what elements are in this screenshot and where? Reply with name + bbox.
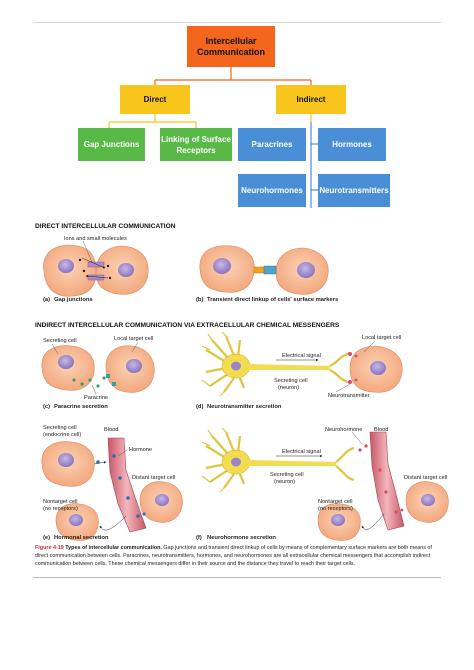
panel-f-neurohormone: Neurohormone Blood Electrical signal Sec… (196, 427, 449, 541)
panel-d-letter: (d) (196, 404, 203, 410)
label-e-blood: Blood (104, 427, 118, 433)
label-f-signal: Electrical signal (282, 449, 321, 455)
label-c-secreting: Secreting cell (43, 338, 77, 344)
label-e-secreting-1: Secreting cell (43, 425, 77, 431)
panel-e-hormonal: Secreting cell (endocrine cell) Blood Ho… (41, 425, 183, 541)
panel-b-letter: (b) (196, 297, 203, 303)
label-d-secreting-2: (neuron) (278, 385, 299, 391)
surface-marker-left (253, 266, 265, 274)
panel-b-linkup: (b) Transient direct linkup of cells' su… (196, 245, 338, 303)
node-hormones: Hormones (318, 128, 386, 161)
nucleus-b-left (213, 258, 231, 274)
panel-c-letter: (c) (43, 404, 50, 410)
nucleus-e-secreting (58, 453, 74, 467)
nucleus-e-distant (155, 494, 169, 506)
panel-e-letter: (e) (43, 535, 50, 541)
panel-a-gap-junctions: Ions and small molecules (a) Gap junctio… (43, 236, 149, 303)
nucleus-a-left (58, 259, 74, 273)
nucleus-c-secreting (58, 355, 74, 369)
nucleus-b-right (297, 262, 315, 278)
nucleus-f-nontarget (331, 514, 345, 526)
node-root: Intercellular Communication (187, 26, 275, 67)
panel-d-neurotransmitter: Local target cell Electrical signal Secr… (196, 331, 403, 410)
surface-marker-right (263, 265, 277, 275)
indirect-heading: INDIRECT INTERCELLULAR COMMUNICATION VIA… (35, 322, 340, 329)
label-e-nontarget-1: Nontarget cell (43, 499, 78, 505)
label-d-nt: Neurotransmitter (328, 393, 370, 399)
label-f-distant: Distant target cell (404, 475, 447, 481)
node-neurotransmitters: Neurotransmitters (318, 174, 390, 207)
panel-a-title: Gap junctions (54, 297, 93, 303)
panel-c-title: Paracrine secretion (54, 404, 108, 410)
caption-title: Types of intercellular communication. (65, 545, 162, 551)
label-f-blood: Blood (374, 427, 388, 433)
panel-c-paracrine: Secreting cell Local target cell Paracri… (41, 336, 155, 410)
label-d-target: Local target cell (362, 335, 401, 341)
panel-d-title: Neurotransmitter secretion (207, 404, 282, 410)
neuron-f (201, 427, 355, 493)
label-c-paracrine: Paracrine (84, 395, 108, 401)
label-e-nontarget-2: (no receptors) (43, 506, 78, 512)
panel-e-title: Hormonal secretion (54, 535, 109, 541)
label-d-secreting-1: Secreting cell (274, 378, 308, 384)
label-f-nontarget-2: (no receptors) (318, 506, 353, 512)
nucleus-f-distant (421, 494, 435, 506)
panel-a-letter: (a) (43, 297, 50, 303)
figure-caption: Figure 4-19 Types of intercellular commu… (35, 544, 445, 569)
blood-vessel-e (107, 437, 147, 533)
label-ions: Ions and small molecules (64, 236, 127, 242)
node-neurohormones: Neurohormones (238, 174, 306, 207)
label-e-secreting-2: (endocrine cell) (43, 432, 81, 438)
node-direct: Direct (120, 85, 190, 114)
top-rule (33, 22, 441, 23)
nucleus-a-right (118, 263, 134, 277)
label-e-hormone: Hormone (129, 447, 152, 453)
node-indirect: Indirect (276, 85, 346, 114)
bottom-rule (33, 577, 441, 578)
label-f-nontarget-1: Nontarget cell (318, 499, 353, 505)
nucleus-c-target (126, 359, 142, 373)
nucleus-e-nontarget (69, 514, 83, 526)
caption-body: Gap junctions and transient direct linku… (35, 545, 432, 568)
blood-vessel-f (369, 431, 405, 531)
label-d-signal: Electrical signal (282, 353, 321, 359)
gap-channel-top (87, 261, 105, 268)
panel-f-letter: (f) (196, 535, 202, 541)
direct-heading: DIRECT INTERCELLULAR COMMUNICATION (35, 223, 176, 230)
node-linking-receptors: Linking of Surface Receptors (160, 128, 232, 161)
nucleus-d-target (370, 361, 386, 375)
label-f-neurohormone: Neurohormone (325, 427, 362, 433)
label-f-secreting-1: Secreting cell (270, 472, 304, 478)
caption-label: Figure 4-19 (35, 545, 64, 551)
node-paracrines: Paracrines (238, 128, 306, 161)
label-f-secreting-2: (neuron) (274, 479, 295, 485)
label-c-target: Local target cell (114, 336, 153, 342)
node-gap-junctions: Gap Junctions (78, 128, 145, 161)
panel-b-title: Transient direct linkup of cells' surfac… (207, 297, 338, 303)
panel-f-title: Neurohormone secretion (207, 535, 276, 541)
label-e-distant: Distant target cell (132, 475, 175, 481)
neuron-d (201, 331, 349, 397)
